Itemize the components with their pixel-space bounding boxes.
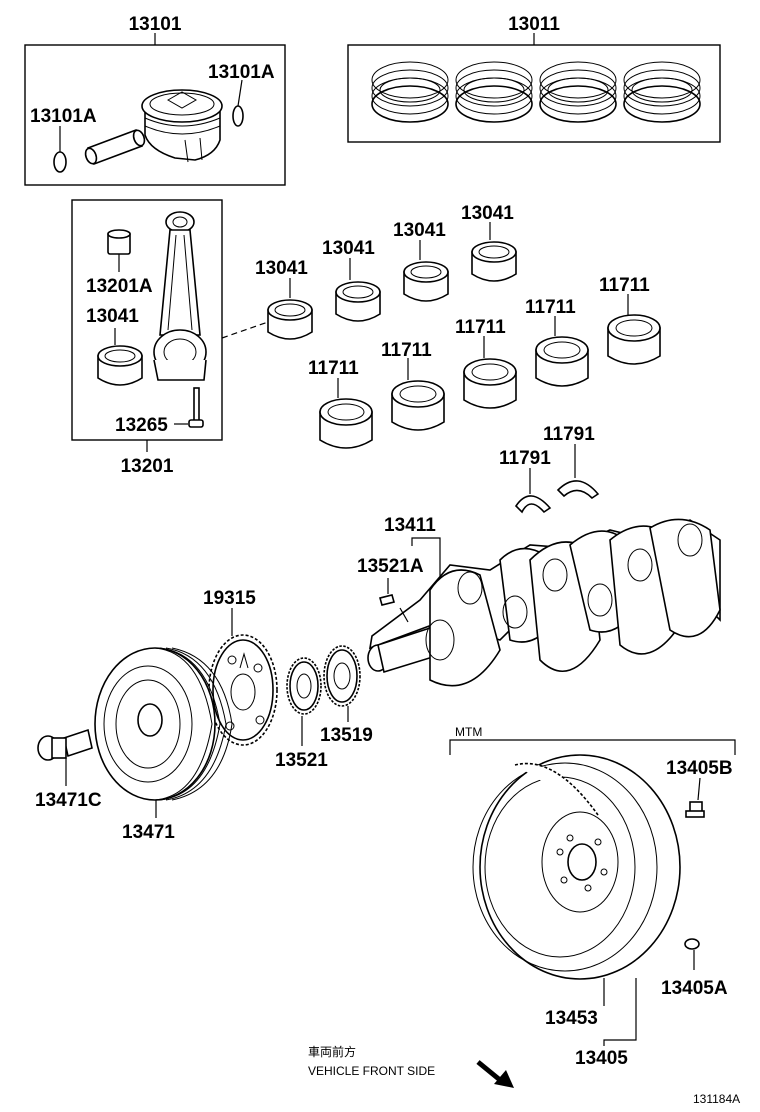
dashed-leader xyxy=(221,321,269,339)
piston-ring-3[interactable] xyxy=(539,61,617,123)
label-main-bearing-3[interactable]: 11711 xyxy=(455,317,506,338)
label-main-bearing-5[interactable]: 11711 xyxy=(599,275,650,296)
crank-bearings: 13041 13041 13041 13041 xyxy=(255,203,517,340)
piston[interactable] xyxy=(141,89,223,163)
timing-sprocket[interactable] xyxy=(208,634,278,746)
label-rod-bushing[interactable]: 13201A xyxy=(86,276,153,297)
label-flywheel-pin[interactable]: 13405A xyxy=(661,978,728,999)
flywheel[interactable] xyxy=(472,754,681,980)
crankshaft[interactable] xyxy=(367,518,721,687)
label-thrust-washer-left[interactable]: 11791 xyxy=(499,448,551,469)
label-timing-sprocket[interactable]: 19315 xyxy=(203,588,256,609)
label-crank-key[interactable]: 13521A xyxy=(357,556,424,577)
piston-ring-4[interactable] xyxy=(623,61,701,123)
label-crankshaft[interactable]: 13411 xyxy=(384,515,436,536)
label-crank-bearing-d[interactable]: 13041 xyxy=(461,203,514,224)
label-flywheel-bolt[interactable]: 13405B xyxy=(666,758,733,779)
ring-gear[interactable] xyxy=(514,762,599,816)
main-bearing-3[interactable] xyxy=(463,358,517,409)
main-bearing-5[interactable] xyxy=(607,314,661,365)
main-bearings: 11711 11711 11711 11711 11711 xyxy=(308,275,661,449)
label-piston-set[interactable]: 13101 xyxy=(129,14,182,35)
label-pulley-bolt[interactable]: 13471C xyxy=(35,790,102,811)
label-front-en[interactable]: VEHICLE FRONT SIDE xyxy=(308,1064,435,1078)
label-crank-bearing-a[interactable]: 13041 xyxy=(255,258,308,279)
label-rod-bearing[interactable]: 13041 xyxy=(86,306,139,327)
label-thrust-washer-right[interactable]: 11791 xyxy=(543,424,595,445)
label-oil-pump-gear[interactable]: 13519 xyxy=(320,725,373,746)
vehicle-front-arrow-icon xyxy=(476,1060,514,1088)
label-mtm[interactable]: MTM xyxy=(455,725,482,739)
label-snap-ring-right[interactable]: 13101A xyxy=(208,62,275,83)
ring-set-group: 13011 xyxy=(347,14,721,143)
label-drawing-number: 131184A xyxy=(693,1092,740,1106)
rod-bushing[interactable] xyxy=(107,229,131,255)
piston-pin[interactable] xyxy=(84,128,147,166)
flywheel-pin[interactable] xyxy=(684,938,700,950)
label-ring-gear[interactable]: 13453 xyxy=(545,1008,598,1029)
rod-bearing[interactable] xyxy=(97,345,143,386)
crank-key[interactable] xyxy=(379,594,395,606)
crank-bearing-c[interactable] xyxy=(403,261,449,302)
label-main-bearing-4[interactable]: 11711 xyxy=(525,297,576,318)
piston-ring-1[interactable] xyxy=(371,61,449,123)
crank-bearing-d[interactable] xyxy=(471,241,517,282)
label-ring-set[interactable]: 13011 xyxy=(508,14,560,35)
crank-pulley[interactable] xyxy=(94,647,233,801)
label-connecting-rod[interactable]: 13201 xyxy=(121,456,174,477)
oil-pump-gear[interactable] xyxy=(323,645,361,707)
label-flywheel[interactable]: 13405 xyxy=(575,1048,628,1069)
connecting-rod-group: 13201 13201A 13041 xyxy=(71,199,223,477)
main-bearing-2[interactable] xyxy=(391,380,445,431)
label-crank-gear[interactable]: 13521 xyxy=(275,750,328,771)
label-crank-bearing-b[interactable]: 13041 xyxy=(322,238,375,259)
piston-ring-2[interactable] xyxy=(455,61,533,123)
connecting-rod[interactable] xyxy=(153,211,207,381)
thrust-washer-left[interactable] xyxy=(514,495,552,514)
snap-ring-right[interactable] xyxy=(232,105,244,127)
flywheel-group: MTM 13405B 13405A 13453 xyxy=(449,725,736,1069)
flywheel-bolt[interactable] xyxy=(685,801,705,818)
crank-gear[interactable] xyxy=(286,657,322,715)
main-bearing-4[interactable] xyxy=(535,336,589,387)
label-snap-ring-left[interactable]: 13101A xyxy=(30,106,97,127)
main-bearing-1[interactable] xyxy=(319,398,373,449)
piston-group: 13101 13101A 13101A xyxy=(24,14,286,186)
label-crank-bearing-c[interactable]: 13041 xyxy=(393,220,446,241)
pulley-bolt[interactable] xyxy=(37,728,93,761)
label-rod-bolt[interactable]: 13265 xyxy=(115,415,168,436)
crank-bearing-b[interactable] xyxy=(335,281,381,322)
snap-ring-left[interactable] xyxy=(53,151,67,173)
thrust-washer-right[interactable] xyxy=(556,480,600,500)
label-crank-pulley[interactable]: 13471 xyxy=(122,822,175,843)
label-main-bearing-2[interactable]: 11711 xyxy=(381,340,432,361)
crank-bearing-a[interactable] xyxy=(267,299,313,340)
rod-bolt[interactable] xyxy=(188,387,204,428)
label-main-bearing-1[interactable]: 11711 xyxy=(308,358,359,379)
label-front-jp[interactable]: 車両前方 xyxy=(308,1044,356,1059)
thrust-washers: 11791 11791 xyxy=(499,424,600,514)
